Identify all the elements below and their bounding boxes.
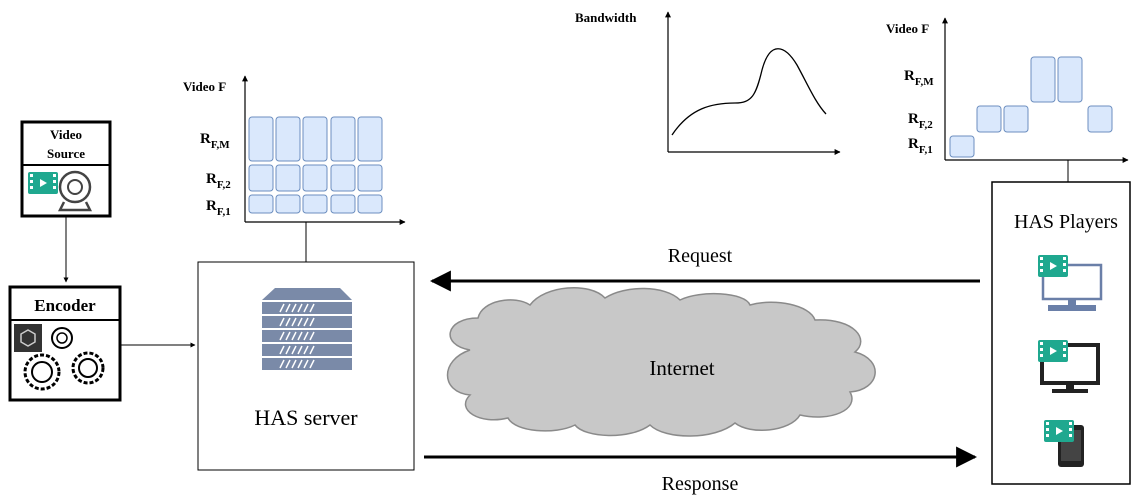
video-source-box: Video Source xyxy=(20,120,112,218)
server-segment-r3-c1 xyxy=(248,194,274,214)
encoder-box: Encoder xyxy=(8,285,122,402)
player-segment-5 xyxy=(1057,56,1083,103)
codec-chip-icon xyxy=(14,324,42,352)
server-grid-level-2: RF,2 xyxy=(206,171,231,191)
player-segments xyxy=(949,56,1113,158)
server-segment-r3-c3 xyxy=(302,194,328,214)
server-segment-r2-c1 xyxy=(248,164,274,192)
server-segment-r1-c3 xyxy=(302,116,328,162)
server-grid-cells xyxy=(248,116,383,214)
tv-monitor-icon xyxy=(1038,340,1100,393)
server-segment-r1-c2 xyxy=(275,116,301,162)
server-segment-r2-c3 xyxy=(302,164,328,192)
tablet-icon xyxy=(1044,420,1084,467)
has-players-label: HAS Players xyxy=(1014,211,1118,233)
bandwidth-ylabel: Bandwidth xyxy=(575,10,637,25)
bandwidth-plot: Bandwidth xyxy=(575,10,841,155)
desktop-monitor-icon xyxy=(1038,255,1103,311)
player-plot-ylabel: Video F xyxy=(886,21,929,36)
server-grid-level-m: RF,M xyxy=(200,131,230,151)
server-segment-r2-c2 xyxy=(275,164,301,192)
server-segment-r2-c4 xyxy=(330,164,356,192)
server-segment-r1-c1 xyxy=(248,116,274,162)
player-plot-level-2: RF,2 xyxy=(908,111,933,131)
server-segment-r3-c2 xyxy=(275,194,301,214)
gears-icon xyxy=(23,327,105,391)
video-film-icon xyxy=(28,172,58,194)
server-grid-level-1: RF,1 xyxy=(206,198,231,218)
server-rack-icon xyxy=(262,288,352,370)
response-label: Response xyxy=(662,473,739,495)
internet-cloud: Internet xyxy=(446,287,876,437)
player-plot-level-1: RF,1 xyxy=(908,136,933,156)
video-source-line2: Source xyxy=(47,146,85,161)
player-segment-3 xyxy=(1003,105,1029,133)
video-source-line1: Video xyxy=(50,127,82,142)
player-plot-level-m: RF,M xyxy=(904,68,934,88)
webcam-icon xyxy=(57,170,93,212)
server-segment-r1-c5 xyxy=(357,116,383,162)
player-bitrate-plot: Video F RF,M RF,2 RF,1 xyxy=(886,17,1129,163)
has-server-label: HAS server xyxy=(254,405,358,430)
encoder-label: Encoder xyxy=(34,296,96,315)
player-segment-4 xyxy=(1030,56,1056,103)
has-server-box: HAS server xyxy=(197,261,415,471)
player-segment-2 xyxy=(976,105,1002,133)
player-segment-1 xyxy=(949,135,975,158)
server-segment-r2-c5 xyxy=(357,164,383,192)
bandwidth-curve xyxy=(671,48,827,136)
has-players-box: HAS Players xyxy=(991,181,1131,485)
request-label: Request xyxy=(668,245,733,267)
server-segment-r3-c5 xyxy=(357,194,383,214)
internet-label: Internet xyxy=(649,356,714,380)
server-bitrate-grid: Video F RF,M RF,2 RF,1 xyxy=(183,75,406,225)
server-grid-ylabel: Video F xyxy=(183,79,226,94)
player-segment-6 xyxy=(1087,105,1113,133)
server-segment-r3-c4 xyxy=(330,194,356,214)
server-segment-r1-c4 xyxy=(330,116,356,162)
